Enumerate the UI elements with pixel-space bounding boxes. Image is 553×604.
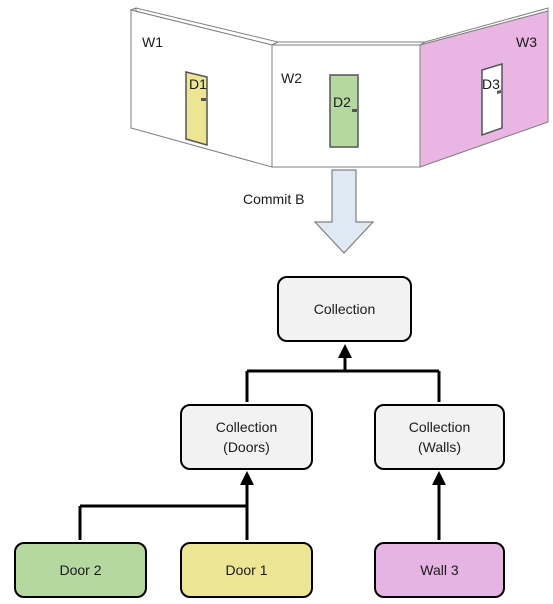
walls-collection-subtitle: (Walls) <box>417 439 462 455</box>
commit-arrow <box>313 169 375 254</box>
wall-3-node: Wall 3 <box>374 542 505 598</box>
door-2-node-label: Door 2 <box>59 562 102 578</box>
wall-3-node-label: Wall 3 <box>420 562 459 578</box>
door-1-label: D1 <box>189 76 207 92</box>
wall-3-label: W3 <box>516 34 537 50</box>
doors-collection-subtitle: (Doors) <box>223 439 270 455</box>
wall-scene <box>129 7 549 168</box>
root-collection-label: Collection <box>313 301 376 317</box>
doors-collection-node: Collection (Doors) <box>180 404 313 470</box>
commit-label: Commit B <box>243 191 305 207</box>
door-1-node: Door 1 <box>180 542 313 598</box>
down-arrow-icon <box>313 169 375 254</box>
walls-collection-title: Collection <box>408 419 471 435</box>
wall-1-label: W1 <box>142 34 163 50</box>
door-3 <box>481 62 503 137</box>
door-2-label: D2 <box>333 94 351 110</box>
door-1-handle <box>201 98 206 101</box>
arrowhead-walls-icon <box>432 471 446 485</box>
door-2-node: Door 2 <box>14 542 147 598</box>
wall-2-label: W2 <box>281 70 302 86</box>
root-collection-node: Collection <box>277 276 412 342</box>
door-1 <box>185 71 208 146</box>
arrowhead-doors-icon <box>240 471 254 485</box>
doors-collection-title: Collection <box>215 419 278 435</box>
door-3-label: D3 <box>482 76 500 92</box>
door-1-node-label: Door 1 <box>225 562 268 578</box>
door-2-handle <box>352 109 357 112</box>
door-3-handle <box>497 90 501 94</box>
arrowhead-root-icon <box>338 344 352 358</box>
walls-collection-node: Collection (Walls) <box>374 404 505 470</box>
